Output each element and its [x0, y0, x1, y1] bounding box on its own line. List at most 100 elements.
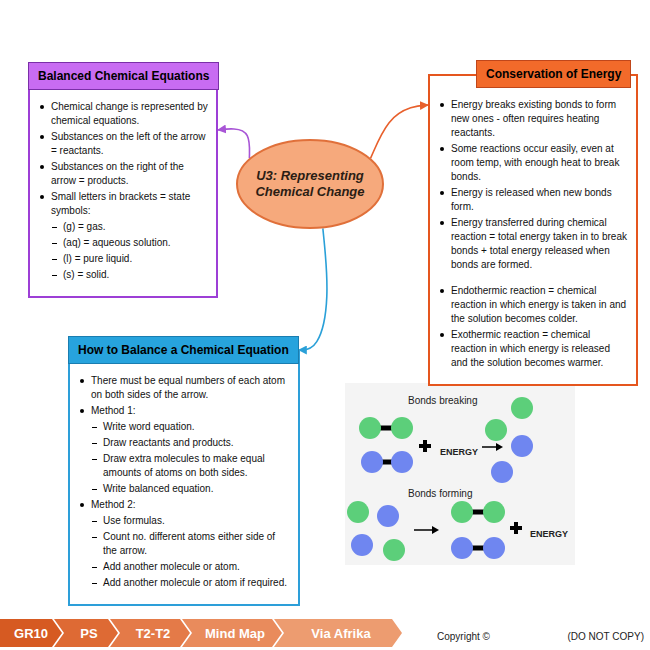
bullet-text: (g) = gas. [63, 220, 208, 234]
breadcrumb-tab: Via Afrika [274, 619, 402, 647]
bullet-text: Energy transferred during chemical react… [451, 216, 628, 272]
bullet-text: Draw extra molecules to make equal amoun… [103, 452, 290, 480]
bullet-marker [40, 165, 44, 169]
bullet-marker [440, 147, 444, 151]
list-item: Write balanced equation. [90, 482, 290, 496]
breadcrumb-tab: Mind Map [182, 619, 282, 647]
topic-box: Chemical change is represented by chemic… [28, 76, 218, 298]
list-item: Method 2: [78, 498, 290, 512]
bullet-marker [440, 103, 444, 107]
chevron-shape [0, 619, 62, 647]
bullet-text: Method 2: [91, 498, 290, 512]
bullet-marker [440, 289, 444, 293]
figure-caption: Bonds breaking [408, 390, 478, 408]
atom [483, 537, 505, 559]
topic-heading: How to Balance a Chemical Equation [68, 336, 299, 364]
atom [483, 501, 505, 523]
list-item: Add another molecule or atom if required… [90, 576, 290, 590]
atom [451, 501, 473, 523]
dash-marker [92, 427, 97, 428]
list-item: (l) = pure liquid. [50, 252, 208, 266]
list-item: (s) = solid. [50, 268, 208, 282]
label-text: Bonds breaking [408, 395, 478, 406]
atom [383, 539, 405, 561]
chevron-shape [54, 619, 118, 647]
dash-marker [92, 567, 97, 568]
heading-text: Conservation of Energy [486, 66, 621, 82]
dash-marker [52, 259, 57, 260]
dash-marker [92, 489, 97, 490]
bullet-marker [440, 221, 444, 225]
label-text: (DO NOT COPY) [568, 631, 644, 642]
list-item: (aq) = aqueous solution. [50, 236, 208, 250]
dash-marker [52, 227, 57, 228]
atom [511, 397, 533, 419]
atom [391, 451, 413, 473]
breadcrumb-tab: GR10 [0, 619, 62, 647]
list-item: Energy breaks existing bonds to form new… [438, 98, 628, 140]
label-text: ENERGY [440, 447, 478, 457]
bullet-text: Endothermic reaction = chemical reaction… [451, 284, 628, 326]
atom [347, 501, 369, 523]
list-item: (g) = gas. [50, 220, 208, 234]
bullet-text: Count no. different atoms either side of… [103, 530, 290, 558]
list-item: Chemical change is represented by chemic… [38, 100, 208, 128]
figure-caption: Bonds forming [408, 483, 472, 501]
illustration-panel [345, 383, 575, 565]
central-topic-text: U3: Representing Chemical Change [248, 168, 372, 200]
list-item: Small letters in brackets = state symbol… [38, 190, 208, 218]
plus-symbol [514, 522, 518, 534]
breadcrumb-text: Mind Map [199, 626, 265, 641]
topic-box: Energy breaks existing bonds to form new… [428, 74, 638, 386]
reaction-arrow [432, 526, 439, 534]
connector-arrow [371, 105, 428, 158]
copyright-note: (DO NOT COPY) [568, 626, 644, 644]
bullet-marker [80, 409, 84, 413]
list-item: Count no. different atoms either side of… [90, 530, 290, 558]
central-topic: U3: Representing Chemical Change [236, 139, 384, 229]
bullet-text: Exothermic reaction = chemical reaction … [451, 328, 628, 370]
bonds-forming-figure [347, 501, 522, 561]
bullet-text: (l) = pure liquid. [63, 252, 208, 266]
list-item: Draw extra molecules to make equal amoun… [90, 452, 290, 480]
list-item: There must be equal numbers of each atom… [78, 374, 290, 402]
topic-box: There must be equal numbers of each atom… [68, 350, 300, 606]
topic-heading: Conservation of Energy [476, 60, 631, 88]
label-text: ENERGY [530, 529, 568, 539]
list-item: Method 1: [78, 404, 290, 418]
reaction-arrow [414, 529, 432, 531]
dash-marker [92, 521, 97, 522]
atom [451, 537, 473, 559]
bullet-marker [440, 333, 444, 337]
bullet-text: There must be equal numbers of each atom… [91, 374, 290, 402]
atom [361, 451, 383, 473]
bullet-text: Write word equation. [103, 420, 290, 434]
dash-marker [92, 537, 97, 538]
heading-text: How to Balance a Chemical Equation [78, 342, 289, 358]
energy-label: ENERGY [440, 441, 478, 459]
list-item: Substances on the right of the arrow = p… [38, 160, 208, 188]
plus-symbol [423, 440, 427, 452]
connector-arrow [218, 129, 250, 158]
dash-marker [92, 459, 97, 460]
connector-arrow [299, 228, 327, 350]
chevron-shape [182, 619, 282, 647]
breadcrumb-text: T2-T2 [130, 626, 171, 641]
dash-marker [92, 583, 97, 584]
dash-marker [92, 443, 97, 444]
bullet-text: Substances on the left of the arrow = re… [51, 130, 208, 158]
list-item: Draw reactants and products. [90, 436, 290, 450]
breadcrumb-text: Via Afrika [305, 626, 370, 641]
bullet-text: Substances on the right of the arrow = p… [51, 160, 208, 188]
list-item: Write word equation. [90, 420, 290, 434]
atom [511, 435, 533, 457]
atom [391, 417, 413, 439]
atom [485, 419, 507, 441]
list-item: Use formulas. [90, 514, 290, 528]
heading-text: Balanced Chemical Equations [38, 68, 209, 84]
atom [359, 417, 381, 439]
bullet-text: Some reactions occur easily, even at roo… [451, 142, 628, 184]
bullet-marker [40, 135, 44, 139]
list-item: Energy transferred during chemical react… [438, 216, 628, 272]
